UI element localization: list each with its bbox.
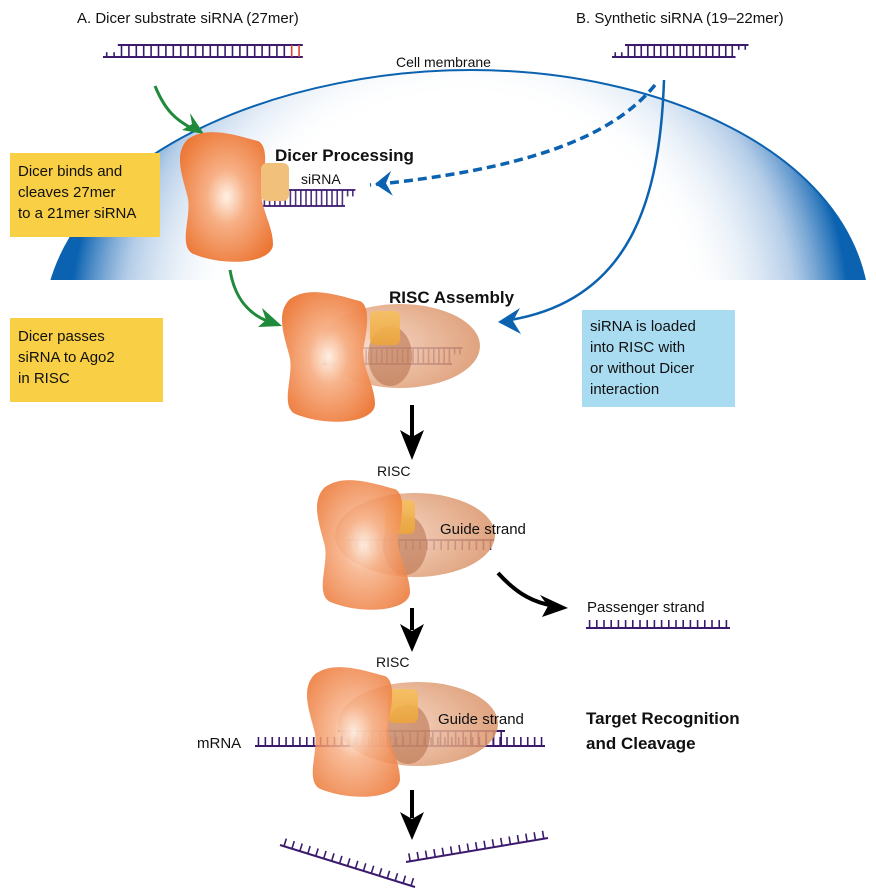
base: [533, 832, 537, 841]
note-line: Dicer binds and: [18, 163, 123, 180]
base: [314, 848, 319, 857]
note-line: cleaves 27mer: [18, 184, 116, 201]
note-dicer-binds: Dicer binds and cleaves 27mer to a 21mer…: [10, 153, 160, 237]
note-line: Dicer passes: [18, 328, 105, 345]
green-arrow-to-risc: [228, 269, 271, 324]
synthetic-sirna-dashed-arrow: [369, 83, 657, 187]
base: [362, 863, 367, 872]
mrna-fragment-right: [405, 830, 549, 863]
note-line: to a 21mer siRNA: [18, 205, 137, 222]
base: [307, 845, 311, 854]
guide-strand-label-1: Guide strand: [440, 521, 526, 538]
note-line: in RISC: [18, 370, 70, 387]
stage-target-recognition-line1: Target Recognition: [586, 709, 740, 728]
cell-membrane: [50, 70, 866, 285]
black-arrow-1: [400, 405, 424, 460]
black-arrow-2: [400, 608, 424, 652]
base: [402, 875, 407, 884]
mrna-fragment-left: [279, 838, 416, 888]
base: [466, 843, 470, 852]
base: [299, 843, 303, 852]
stage-dicer-processing: Dicer Processing: [275, 146, 414, 165]
base: [516, 834, 520, 844]
base: [346, 858, 351, 867]
passenger-strand-label: Passenger strand: [587, 599, 705, 616]
cell-membrane-label: Cell membrane: [396, 54, 491, 70]
base: [424, 850, 428, 859]
base: [410, 877, 415, 887]
base: [291, 840, 296, 849]
base: [499, 837, 503, 846]
paz-domain: [370, 311, 400, 345]
synthetic-sirna-risc-arrow: [509, 79, 666, 322]
paz-domain-dicer: [261, 163, 289, 201]
base: [416, 851, 420, 861]
base: [491, 839, 495, 848]
base: [378, 868, 383, 877]
note-line: siRNA to Ago2: [18, 349, 115, 366]
stage-target-recognition-line2: and Cleavage: [586, 734, 696, 753]
risc-protein-1: [316, 480, 410, 610]
green-arrow-entry: [153, 85, 196, 132]
note-line: into RISC with: [590, 339, 686, 356]
base: [449, 846, 453, 855]
risc-label-2: RISC: [376, 654, 410, 670]
base: [338, 855, 343, 864]
base: [394, 872, 399, 882]
paz-domain: [388, 689, 418, 723]
risc-label-1: RISC: [377, 463, 411, 479]
black-arrow-3: [400, 790, 424, 840]
passenger-strand: [586, 620, 730, 629]
base: [330, 853, 335, 862]
note-line: interaction: [590, 381, 660, 398]
dicer-protein-2: [281, 292, 375, 422]
base: [386, 870, 391, 879]
guide-strand-label-2: Guide strand: [438, 711, 524, 728]
base: [441, 847, 445, 856]
base: [354, 860, 359, 869]
base: [283, 838, 288, 847]
sirna-label: siRNA: [301, 171, 341, 187]
dicer-protein-1: [179, 132, 273, 262]
base: [370, 865, 375, 874]
mrna-label: mRNA: [197, 735, 242, 752]
note-sirna-loaded: siRNA is loaded into RISC with or withou…: [582, 310, 735, 407]
base: [483, 840, 487, 849]
base: [408, 853, 411, 862]
base: [458, 844, 462, 853]
base: [524, 833, 528, 842]
dicer-substrate-sirna-duplex: [103, 44, 303, 58]
note-line: siRNA is loaded: [590, 318, 696, 335]
note-line: or without Dicer: [590, 360, 695, 377]
base: [433, 849, 437, 858]
black-arrow-passenger: [496, 571, 568, 617]
stage-risc-assembly: RISC Assembly: [389, 288, 515, 307]
note-dicer-passes: Dicer passes siRNA to Ago2 in RISC: [10, 318, 163, 402]
dicer-substrate-title: A. Dicer substrate siRNA (27mer): [77, 10, 299, 27]
synthetic-sirna-duplex: [612, 44, 749, 58]
synthetic-sirna-title: B. Synthetic siRNA (19–22mer): [576, 10, 784, 27]
risc-protein-2: [306, 667, 400, 797]
base: [541, 830, 545, 839]
base: [322, 850, 327, 859]
base: [474, 841, 478, 851]
base: [508, 836, 512, 845]
